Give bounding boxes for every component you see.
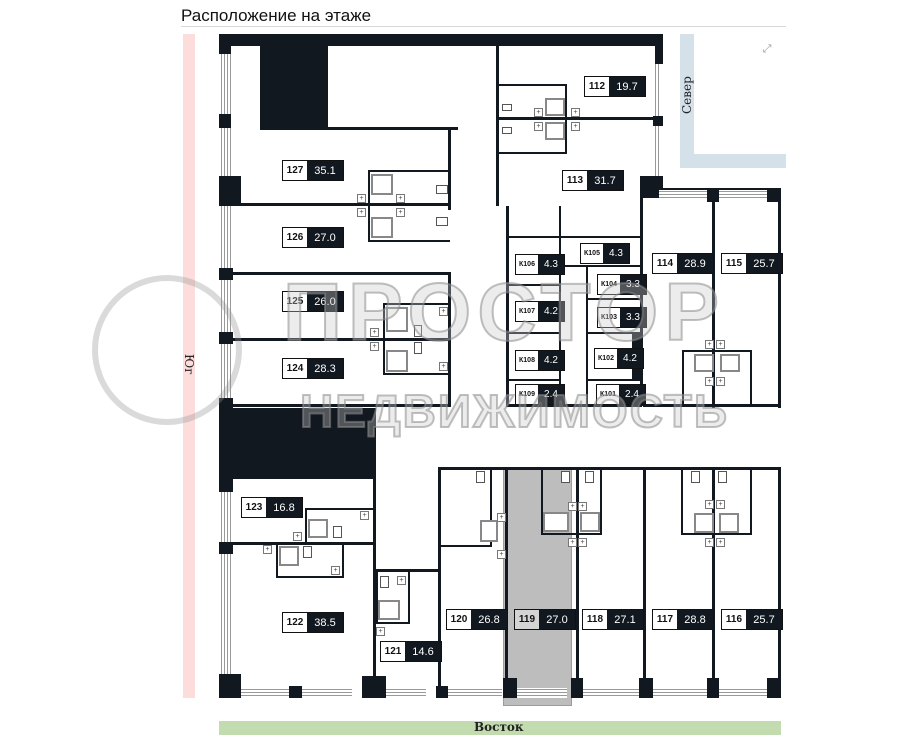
south-side-bar (183, 34, 195, 698)
page-title: Расположение на этаже (181, 6, 372, 25)
east-side-bar (219, 721, 781, 735)
title-divider (181, 26, 786, 27)
north-side-bar (680, 34, 694, 168)
unit-119-selected[interactable] (503, 467, 572, 706)
north-side-bar-bottom (680, 154, 786, 168)
watermark-text: ПРОСТОР (282, 267, 726, 358)
expand-icon[interactable]: ⤢ (762, 43, 772, 55)
east-label: Восток (474, 720, 524, 734)
